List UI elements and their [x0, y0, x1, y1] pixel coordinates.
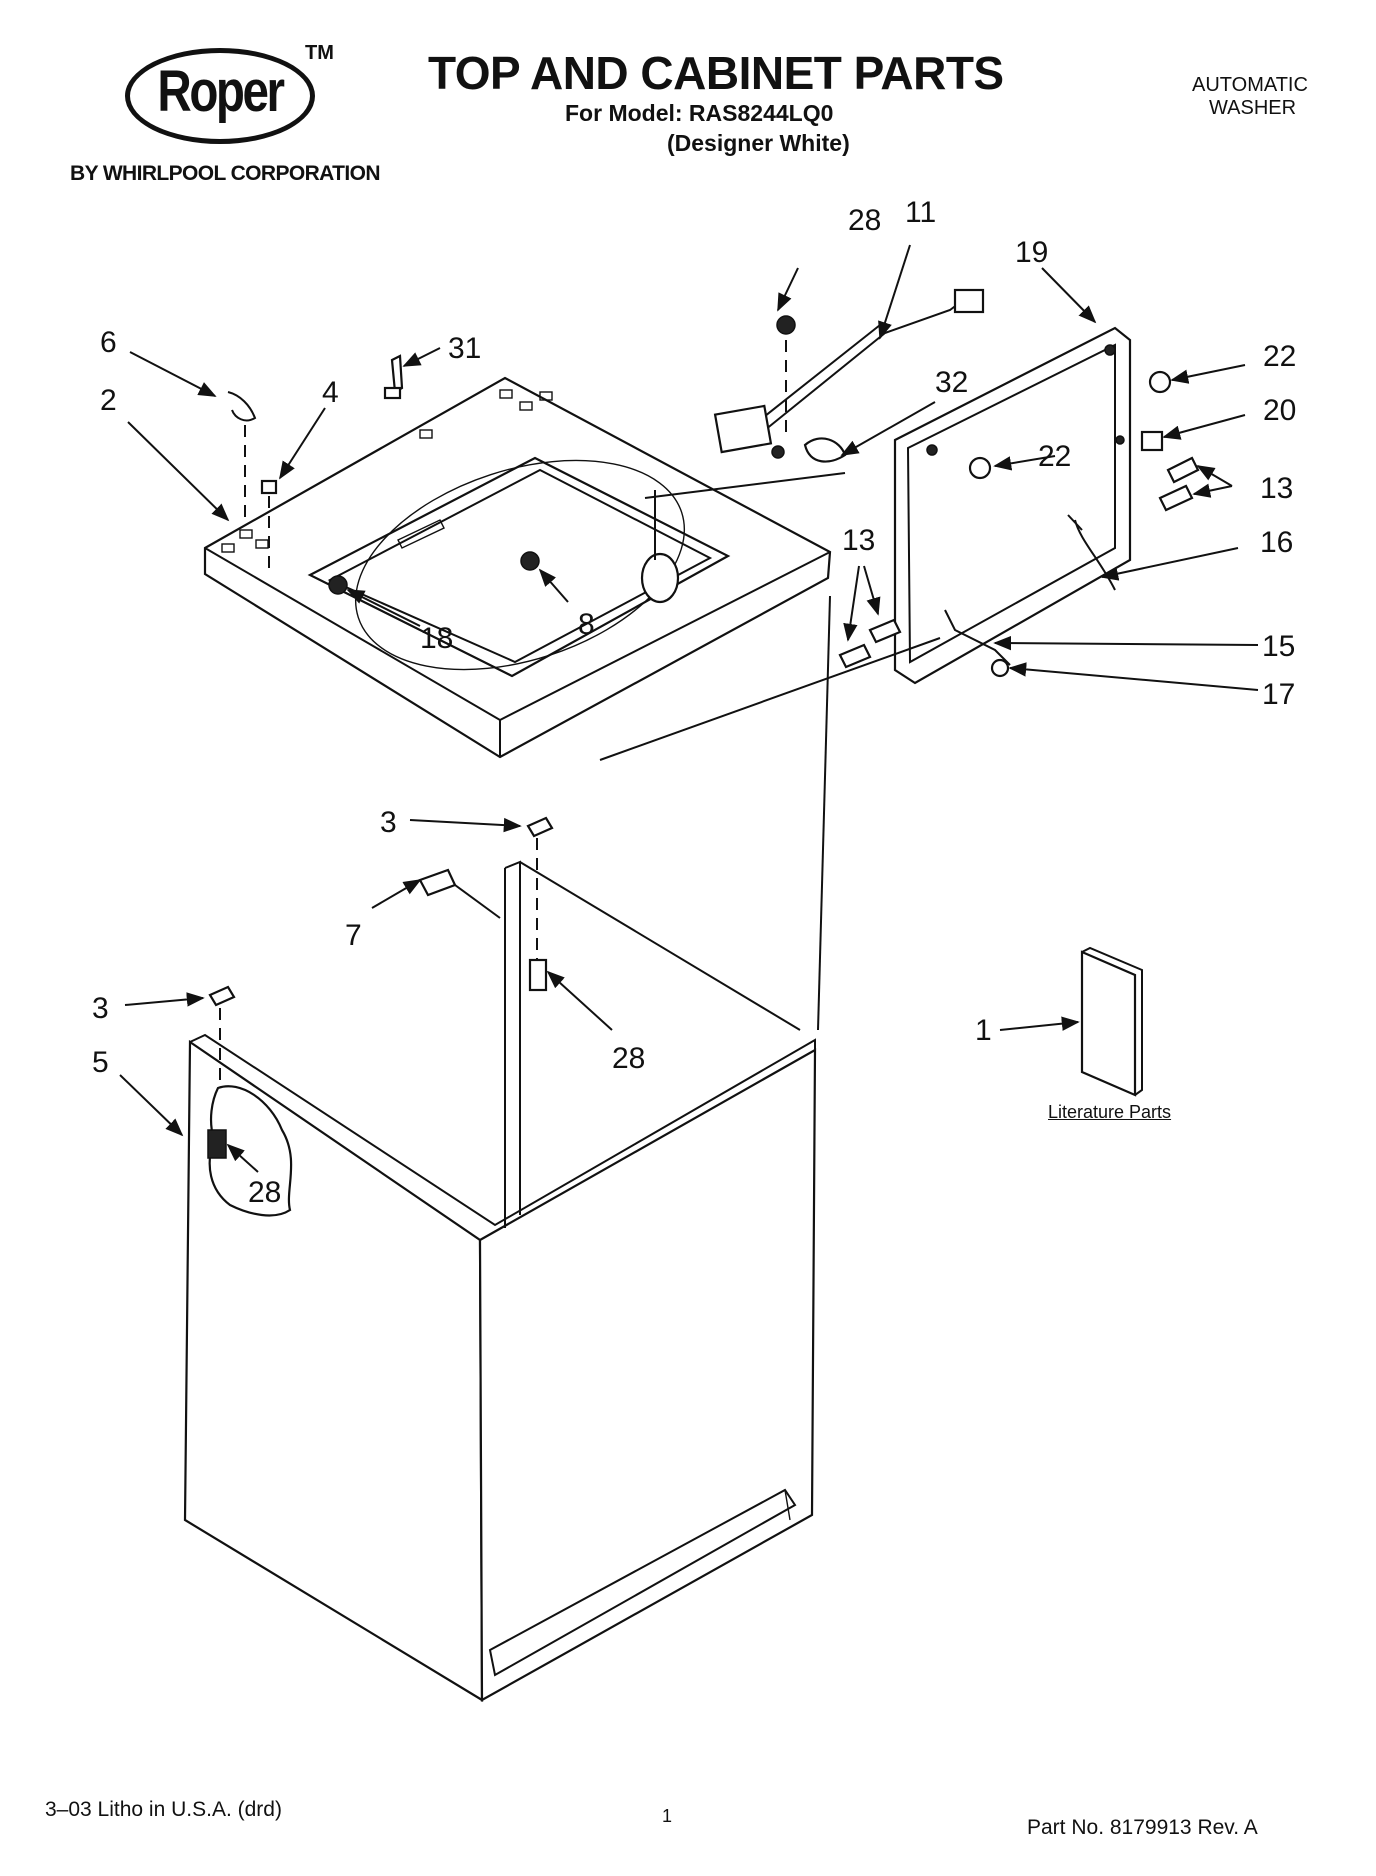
callout-32: 32: [935, 366, 968, 399]
literature-part-booklet: [1080, 946, 1143, 1097]
appliance-type-line2: WASHER: [1209, 97, 1297, 119]
callout-28-top: 28: [848, 204, 881, 237]
appliance-type-line1: AUTOMATIC: [1192, 74, 1308, 96]
manufacturer-byline: BY WHIRLPOOL CORPORATION: [70, 162, 381, 185]
logo-brand-text: Roper: [157, 59, 285, 124]
bracket-part-31: [383, 354, 404, 400]
page-title: TOP AND CABINET PARTS: [428, 47, 1004, 99]
callout-7: 7: [345, 919, 362, 952]
callout-18: 18: [420, 622, 453, 655]
callout-28-cutaway: 28: [248, 1176, 281, 1209]
cabinet-fasteners: [208, 816, 554, 1085]
clip-part-4: [260, 479, 278, 495]
callout-31: 31: [448, 332, 481, 365]
callout-17: 17: [1262, 678, 1295, 711]
console-frame: [893, 326, 1132, 685]
callout-3-left: 3: [92, 992, 109, 1025]
callout-11: 11: [905, 196, 936, 229]
callout-1: 1: [975, 1014, 992, 1047]
callout-13-right: 13: [1260, 472, 1293, 505]
callout-22-left: 22: [1038, 440, 1071, 473]
lid-switch-assembly: [644, 288, 985, 560]
callout-13-left: 13: [842, 524, 875, 557]
callout-28-mid: 28: [612, 1042, 645, 1075]
washer-top-panel: [203, 376, 832, 759]
console-hardware: [838, 370, 1200, 678]
page-number: 1: [662, 1806, 673, 1826]
callout-16: 16: [1260, 526, 1293, 559]
callout-2: 2: [100, 384, 117, 417]
callout-15: 15: [1262, 630, 1295, 663]
footer-print-info: 3–03 Litho in U.S.A. (drd): [45, 1798, 282, 1821]
color-variant: (Designer White): [667, 130, 850, 156]
callout-19: 19: [1015, 236, 1048, 269]
roper-logo: Roper: [125, 48, 325, 148]
leader-lines: [119, 244, 1259, 1173]
callout-20: 20: [1263, 394, 1296, 427]
callout-5: 5: [92, 1046, 109, 1079]
callout-3-top: 3: [380, 806, 397, 839]
callout-8: 8: [578, 608, 595, 641]
trademark-symbol: TM: [305, 42, 334, 64]
washer-cabinet: [183, 860, 817, 1702]
callout-6: 6: [100, 326, 117, 359]
callout-22-right: 22: [1263, 340, 1296, 373]
clip-part-6: [227, 391, 257, 422]
callout-4: 4: [322, 376, 339, 409]
part-number: Part No. 8179913 Rev. A: [1027, 1816, 1258, 1839]
model-line: For Model: RAS8244LQ0: [565, 100, 834, 126]
logo-oval: [125, 48, 315, 144]
literature-parts-label: Literature Parts: [1048, 1102, 1172, 1122]
